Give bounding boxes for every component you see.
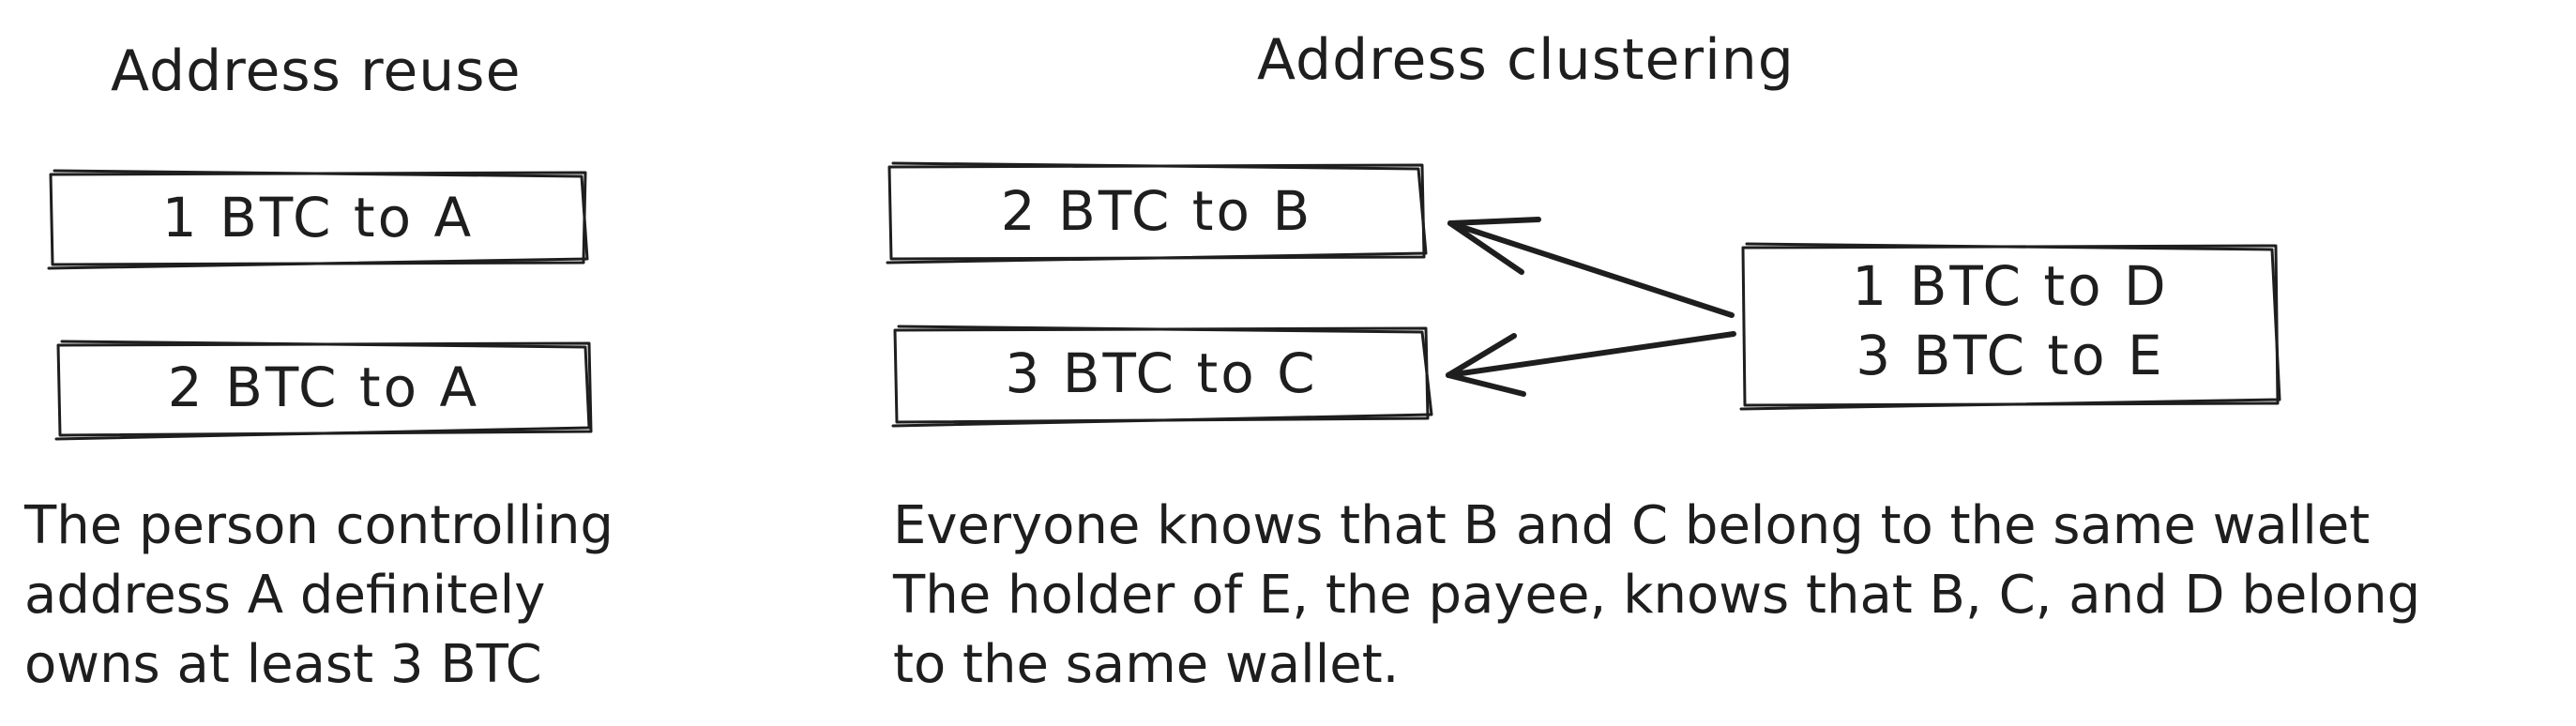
tx-2-btc-to-a-label: 2 BTC to A	[167, 355, 480, 419]
output-b-label: 2 BTC to B	[1000, 179, 1313, 243]
caption-line: address A definitely	[24, 565, 546, 626]
source-output-d-label: 1 BTC to D	[1852, 254, 2169, 318]
arrow-to-c	[1446, 331, 1736, 397]
box-source-transaction	[1739, 242, 2281, 411]
heading-address-reuse: Address reuse	[111, 38, 522, 104]
arrow-to-b	[1447, 217, 1735, 318]
caption-address-clustering: Everyone knows that B and C belong to th…	[893, 492, 2420, 700]
box-tx-2-btc-to-a	[54, 340, 593, 441]
caption-line: The person controlling	[24, 495, 614, 556]
caption-line: owns at least 3 BTC	[24, 634, 542, 695]
box-tx-1-btc-to-a	[47, 169, 589, 270]
box-output-b	[886, 161, 1428, 265]
caption-line: The holder of E, the payee, knows that B…	[893, 565, 2421, 626]
tx-1-btc-to-a-label: 1 BTC to A	[161, 186, 475, 250]
caption-line: to the same wallet.	[893, 634, 1400, 695]
caption-address-reuse: The person controlling address A definit…	[24, 492, 614, 700]
caption-line: Everyone knows that B and C belong to th…	[893, 495, 2371, 556]
source-output-e-label: 3 BTC to E	[1856, 324, 2165, 387]
box-output-c	[891, 325, 1433, 428]
output-c-label: 3 BTC to C	[1005, 341, 1318, 405]
heading-address-clustering: Address clustering	[1257, 27, 1795, 93]
